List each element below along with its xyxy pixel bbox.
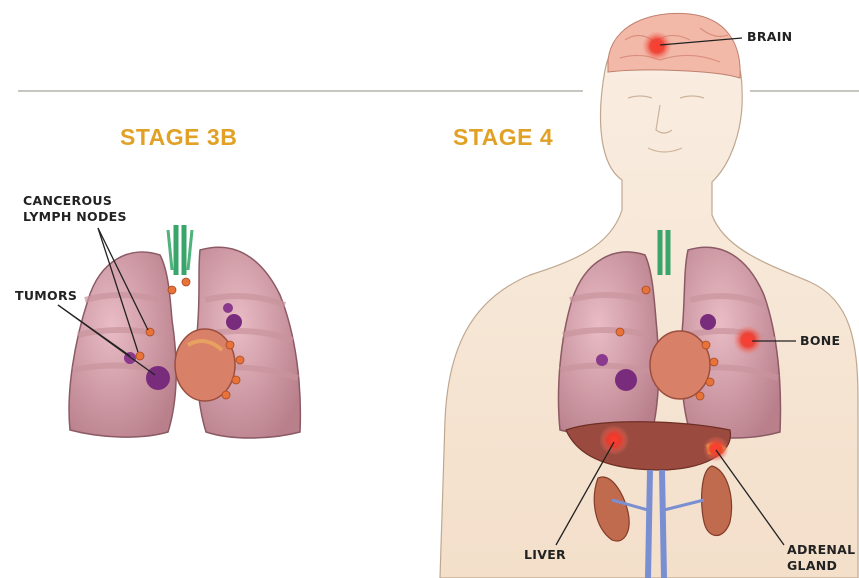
lymph-node <box>168 286 176 294</box>
stage-3b-title: STAGE 3B <box>120 124 237 151</box>
bone-metastasis-spot <box>733 325 763 355</box>
label-bone: BONE <box>800 333 840 349</box>
lymph-node <box>236 356 244 364</box>
adrenal-metastasis-spot <box>703 436 729 462</box>
lymph-node <box>136 352 144 360</box>
stage-4-title: STAGE 4 <box>453 124 553 151</box>
liver-metastasis-spot <box>599 425 629 455</box>
label-tumors: TUMORS <box>15 288 77 304</box>
label-cancerous-lymph-nodes: CANCEROUS LYMPH NODES <box>23 193 127 225</box>
lymph-node <box>182 278 190 286</box>
label-adrenal-gland: ADRENAL GLAND <box>787 542 855 574</box>
label-liver: LIVER <box>524 547 566 563</box>
lymph-node <box>232 376 240 384</box>
tumor <box>223 303 233 313</box>
tumor <box>226 314 242 330</box>
brain-metastasis-spot <box>642 31 672 61</box>
tumor <box>146 366 170 390</box>
stage3b-lungs-illustration <box>58 225 300 438</box>
brain-illustration <box>608 13 740 78</box>
left-lung <box>69 252 176 437</box>
lymph-node <box>226 341 234 349</box>
label-brain: BRAIN <box>747 29 792 45</box>
stage4-body-illustration <box>440 13 858 578</box>
lymph-node <box>222 391 230 399</box>
